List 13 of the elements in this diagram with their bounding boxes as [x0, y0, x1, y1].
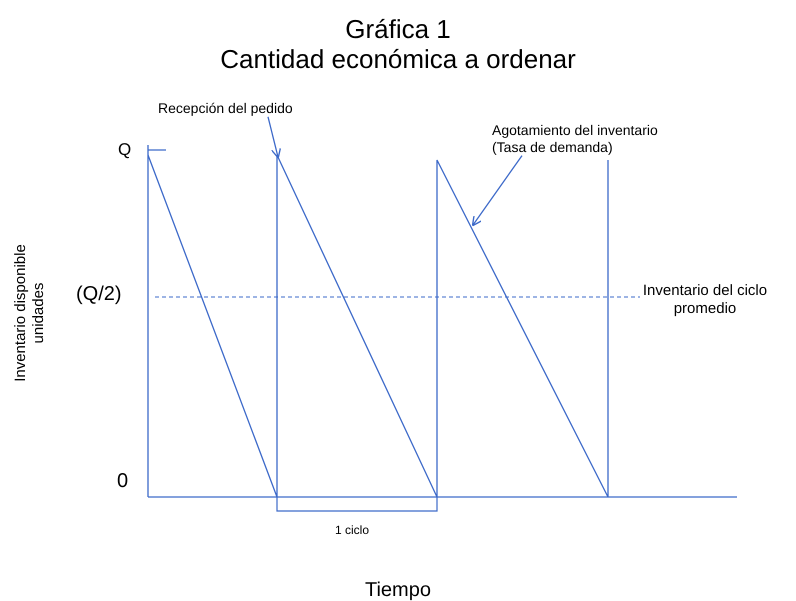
axis-title: Inventario disponible unidades	[12, 243, 48, 384]
axis-tick-label: (Q/2)	[76, 282, 122, 306]
axis-title: Tiempo	[364, 578, 432, 601]
annotation-text: Agotamiento del inventario (Tasa de demanda)	[492, 122, 672, 156]
leader-line	[472, 155, 523, 226]
leader-line	[267, 116, 282, 159]
annotation-text: Inventario del ciclo promedio	[642, 282, 768, 318]
axis-tick-label: Q	[118, 140, 132, 160]
bracket-label: 1 ciclo	[334, 523, 370, 538]
title: Gráfica 1	[344, 14, 452, 46]
axis-tick-label: 0	[117, 469, 128, 493]
subtitle: Cantidad económica a ordenar	[219, 44, 577, 76]
annotation-text: Recepción del pedido	[158, 100, 358, 117]
